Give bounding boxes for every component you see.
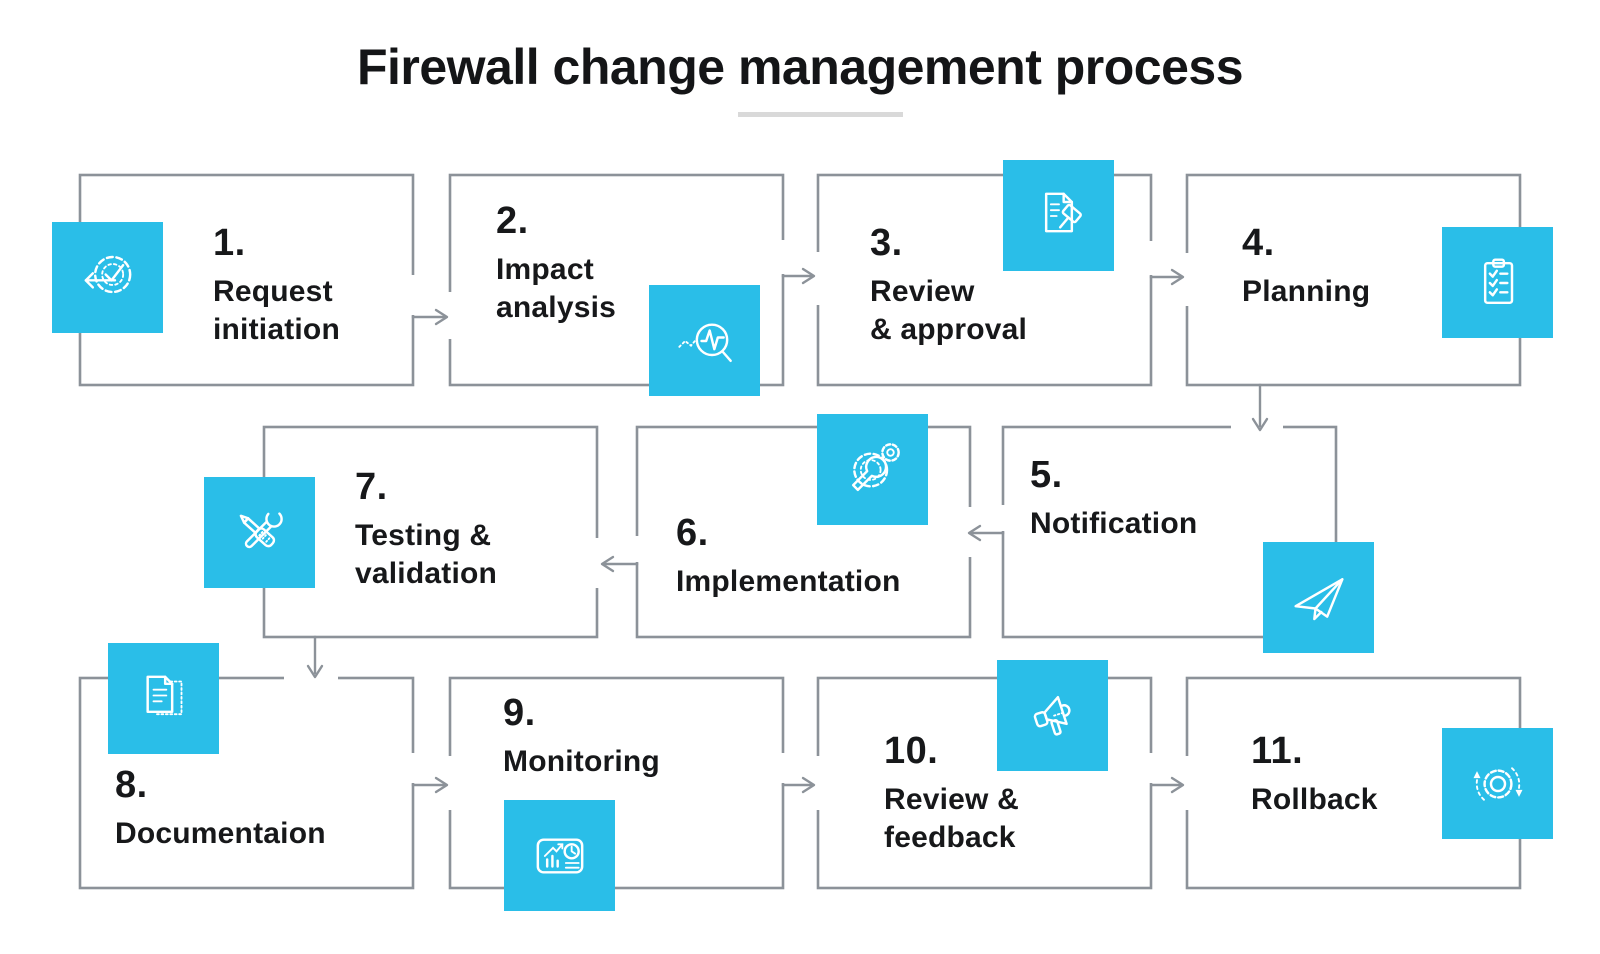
step-3-title: Review & approval [870, 275, 1028, 346]
magnifier-pulse-icon [677, 322, 732, 362]
step-2-box [448, 173, 785, 387]
step-3-number: 3. [870, 222, 903, 264]
step-7-number: 7. [355, 466, 388, 508]
gear-check-arrow-icon [84, 255, 131, 293]
step-11-icon-tile [1442, 728, 1553, 839]
arrow-1-2 [411, 308, 449, 326]
step-8-title: Documentaion [115, 817, 326, 850]
step-1-icon-tile [52, 222, 163, 333]
step-2-label: 2. Impact analysis [496, 202, 616, 327]
arrow-7-8 [306, 635, 324, 679]
title-underline [738, 112, 903, 117]
step-4-label: 4. Planning [1242, 224, 1370, 311]
step-7-label: 7. Testing & validation [355, 468, 497, 593]
stacked-documents-icon [145, 675, 182, 715]
arrow-5-6 [967, 524, 1005, 542]
arrow-2-3 [781, 267, 816, 285]
clipboard-checklist-icon [1483, 257, 1513, 304]
step-6-title: Implementation [676, 565, 901, 598]
arrow-3-4 [1149, 268, 1185, 286]
step-1-number: 1. [213, 222, 246, 264]
flow-arrows [306, 267, 1269, 794]
step-6-label: 6. Implementation [676, 514, 901, 601]
step-4-number: 4. [1242, 222, 1275, 264]
step-2-icon-tile [649, 285, 760, 396]
step-10-label: 10. Review & feedback [884, 732, 1019, 857]
step-7-title: Testing & validation [355, 519, 498, 590]
arrow-9-10 [781, 776, 816, 794]
paper-plane-icon [1293, 577, 1344, 620]
step-8-number: 8. [115, 764, 148, 806]
step-4-title: Planning [1242, 275, 1371, 308]
arrow-8-9 [411, 776, 449, 794]
step-1-title: Request initiation [213, 275, 340, 346]
crossed-tools-icon [239, 509, 283, 548]
step-10-icon-tile [997, 660, 1108, 771]
step-10-number: 10. [884, 730, 939, 772]
step-2-number: 2. [496, 200, 529, 242]
step-9-number: 9. [503, 692, 536, 734]
step-7-icon-tile [204, 477, 315, 588]
step-8-icon-tile [108, 643, 219, 754]
step-5-icon-tile [1263, 542, 1374, 653]
document-gavel-icon [1044, 192, 1082, 232]
step-10-title: Review & feedback [884, 783, 1019, 854]
step-5-label: 5. Notification [1030, 456, 1197, 543]
step-4-icon-tile [1442, 227, 1553, 338]
gear-rotation-icon [1473, 766, 1522, 801]
step-3-icon-tile [1003, 160, 1114, 271]
step-6-number: 6. [676, 512, 709, 554]
arrow-10-11 [1150, 776, 1185, 794]
step-11-label: 11. Rollback [1251, 732, 1378, 819]
step-8-label: 8. Documentaion [115, 766, 326, 853]
step-2-title: Impact analysis [496, 253, 617, 324]
step-11-title: Rollback [1251, 783, 1378, 816]
step-9-label: 9. Monitoring [503, 694, 660, 781]
page-title: Firewall change management process [356, 39, 1244, 95]
step-6-icon-tile [817, 414, 928, 525]
step-5-number: 5. [1030, 454, 1063, 496]
step-5-title: Notification [1030, 507, 1198, 540]
step-9-icon-tile [504, 800, 615, 911]
step-1-label: 1. Request initiation [213, 224, 340, 349]
dashboard-clock-icon [536, 837, 583, 874]
arrow-4-5 [1251, 383, 1269, 432]
step-9-title: Monitoring [503, 745, 660, 778]
step-11-number: 11. [1251, 730, 1304, 772]
arrow-6-7 [600, 555, 639, 573]
wrench-gears-icon [851, 442, 900, 491]
step-boxes [78, 173, 1522, 890]
step-3-label: 3. Review & approval [870, 224, 1027, 349]
megaphone-icon [1033, 695, 1071, 736]
